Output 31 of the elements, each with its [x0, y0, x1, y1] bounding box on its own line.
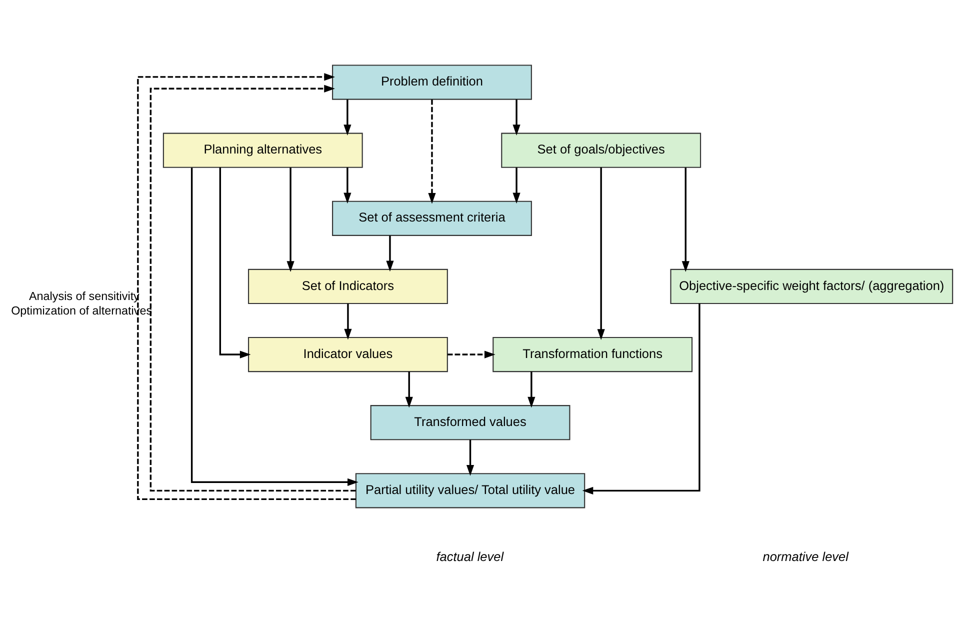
arrow — [428, 99, 436, 204]
arrow — [386, 235, 394, 272]
arrow — [597, 166, 605, 340]
node-box: Problem definition — [332, 64, 532, 100]
node-box: Objective-specific weight factors/ (aggregation) — [670, 268, 954, 304]
label: factual level — [436, 548, 504, 564]
edge-label: Analysis of sensitivity — [29, 290, 140, 303]
arrow — [344, 167, 352, 204]
arrow — [512, 98, 520, 135]
node-box: Transformed values — [370, 404, 570, 440]
arrow — [582, 303, 700, 494]
arrow — [344, 303, 352, 340]
node-box: Set of assessment criteria — [332, 200, 532, 236]
arrow — [405, 371, 413, 408]
arrow — [286, 167, 294, 272]
node-box: Planning alternatives — [162, 132, 363, 168]
arrow — [219, 166, 251, 358]
arrow — [466, 439, 474, 476]
arrow — [447, 350, 496, 358]
arrow — [190, 167, 358, 486]
arrow — [682, 167, 690, 272]
edge-label: Optimization of alternatives — [11, 304, 152, 317]
arrow — [344, 98, 352, 135]
node-box: Transformation functions — [492, 336, 693, 372]
node-box: Partial utility values/ Total utility value — [355, 472, 586, 508]
arrow — [512, 167, 520, 204]
arrow — [528, 371, 536, 408]
node-box: Indicator values — [248, 336, 448, 372]
node-box: Set of goals/objectives — [501, 132, 702, 168]
node-box: Set of Indicators — [248, 268, 448, 304]
label: normative level — [762, 548, 848, 564]
